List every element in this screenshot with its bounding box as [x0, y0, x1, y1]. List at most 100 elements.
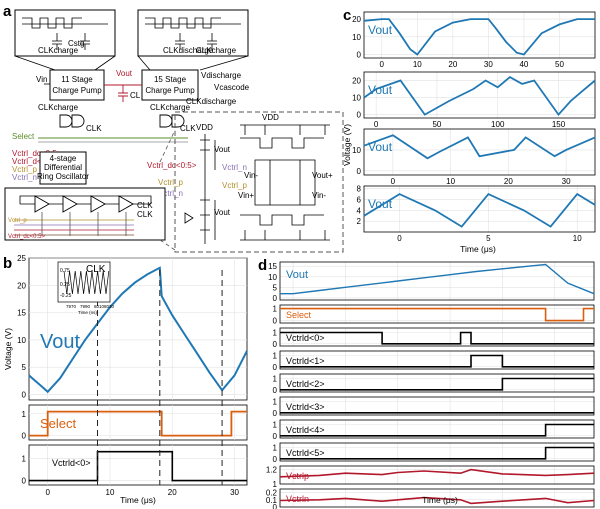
b-sub0-ytick-4: 20 — [17, 281, 26, 290]
clkbar-ro: CLK — [137, 201, 153, 210]
d-line-8 — [279, 468, 595, 478]
c-sub2-ytick-0: 0 — [357, 167, 362, 176]
d-label-3: Vctrld<1> — [286, 356, 325, 366]
c-sub0-xtick-2: 20 — [448, 60, 457, 69]
vin-plus: Vin+ — [238, 191, 254, 200]
clk-charge-mid: CLKcharge — [38, 103, 79, 112]
b-sub0-ytick-0: 0 — [22, 391, 27, 400]
c-sub1-xtick-1: 50 — [432, 120, 441, 129]
d-line-2 — [280, 331, 594, 345]
b-ylabel: Voltage (V) — [3, 328, 13, 370]
c-sub0-ytick-1: 10 — [352, 33, 361, 42]
d-sub7-ytick-1: 1 — [273, 444, 278, 453]
ro-ring-wire — [19, 195, 152, 205]
d-frame-2 — [279, 327, 595, 347]
d-line-1 — [280, 307, 594, 322]
c-sub0-xtick-1: 10 — [413, 60, 422, 69]
c-sub3-ytick-1: 4 — [357, 206, 362, 215]
b-vout-label: Vout — [40, 331, 80, 353]
b-clk-x1: 7970 — [66, 304, 77, 309]
charge-pump-11-stage — [49, 69, 105, 101]
c-frame-2 — [363, 128, 596, 176]
d-label-1: Select — [286, 310, 312, 320]
d-line-0 — [280, 263, 595, 295]
c-sub3-ytick-3: 8 — [357, 185, 362, 194]
ro-lbl-1: Vctrl_p — [8, 218, 27, 224]
b-clk-x4: 8030 — [104, 304, 115, 309]
inverter-detail-dashed-box — [174, 111, 344, 253]
vctrl-n-inset: Vctrl_n — [222, 163, 247, 172]
d-frame-3 — [279, 350, 595, 370]
c-frame-3 — [363, 185, 596, 233]
c-vout-line-0 — [363, 18, 595, 56]
b-sub1-ytick-1: 1 — [22, 410, 27, 419]
vctrl-p-right: Vctrl_p — [158, 178, 183, 187]
c-vout-label-2: Vout — [368, 140, 393, 154]
b-select-line — [29, 410, 247, 437]
c-vout-label-1: Vout — [368, 83, 393, 97]
vcascode-label: Vcascode — [214, 83, 250, 92]
d-sub8-ytick-0: 1 — [273, 480, 278, 489]
vctrl-p-inset: Vctrl_p — [222, 181, 247, 190]
panel-b-label: b — [3, 255, 12, 272]
b-sub2-ytick-1: 1 — [22, 454, 27, 463]
d-sub0-ytick-1: 5 — [273, 283, 278, 292]
b-select-label: Select — [40, 416, 77, 431]
b-sub2-ytick-0: 0 — [22, 477, 27, 486]
cp15-line1: 15 Stage — [154, 75, 187, 84]
b-clk-y1: 0.75 — [60, 268, 70, 274]
vin-label: Vin — [36, 75, 47, 84]
d-sub8-ytick-1: 1.2 — [266, 466, 278, 475]
b-clk-x2: 7990 — [80, 304, 91, 309]
c-sub2-xtick-3: 30 — [562, 177, 571, 186]
b-sub0-ytick-1: 5 — [22, 363, 27, 372]
c-vout-label-3: Vout — [368, 197, 393, 211]
cell-left-transistors — [22, 17, 108, 50]
d-frame-6 — [279, 419, 595, 439]
ro-line3: Ring Oscillator — [37, 172, 89, 181]
b-dashed-markers — [97, 270, 223, 485]
c-vout-line-3 — [363, 192, 596, 228]
b-sub0-ytick-3: 15 — [17, 309, 26, 318]
b-sub2-xtick-1: 10 — [106, 488, 115, 497]
clk-discharge-right: CLKdischarge — [163, 46, 214, 55]
inset-connectors — [159, 129, 176, 251]
c-sub1-xtick-0: 0 — [374, 120, 379, 129]
clk-charge-left: CLKcharge — [38, 46, 79, 55]
c-vout-label-0: Vout — [368, 23, 393, 37]
d-label-5: Vctrld<3> — [286, 402, 325, 412]
b-clk-y3: -0.25 — [60, 293, 72, 299]
funnel-right — [137, 55, 249, 71]
clk-label-mid: CLK — [86, 124, 102, 133]
c-sub0-xtick-4: 40 — [519, 60, 528, 69]
d-label-4: Vctrld<2> — [286, 379, 325, 389]
cell-right-transistors — [145, 17, 241, 50]
clk-ro: CLK — [137, 210, 153, 219]
vctrl-n-right: Vctrl_n — [158, 189, 183, 198]
c-sub1-ytick-0: 0 — [357, 111, 362, 120]
funnel-left — [14, 55, 116, 71]
c-sub0-ytick-0: 0 — [357, 50, 362, 59]
d-line-6 — [280, 423, 594, 437]
d-sub3-ytick-0: 0 — [273, 363, 278, 372]
d-sub6-ytick-0: 0 — [273, 432, 278, 441]
c-sub3-xtick-0: 0 — [397, 234, 402, 243]
d-frame-1 — [279, 304, 595, 324]
b-clk-y2: 0.25 — [60, 282, 70, 288]
d-label-2: Vctrld<0> — [286, 333, 325, 343]
cp15-line2: Charge Pump — [145, 86, 195, 95]
b-clk-inset — [57, 261, 111, 303]
vin-minus: Vin- — [244, 171, 258, 180]
c-sub0-xtick-3: 30 — [484, 60, 493, 69]
charge-pump-cell-right — [137, 9, 249, 57]
vout-pos-1: Vout — [214, 145, 231, 154]
inset-circuitry — [184, 124, 330, 244]
d-sub6-ytick-1: 1 — [273, 421, 278, 430]
c-sub0-xtick-0: 0 — [380, 60, 385, 69]
c-frame-1 — [363, 71, 596, 119]
d-label-6: Vctrld<4> — [286, 425, 325, 435]
cstg-left: Cstg — [68, 39, 84, 48]
